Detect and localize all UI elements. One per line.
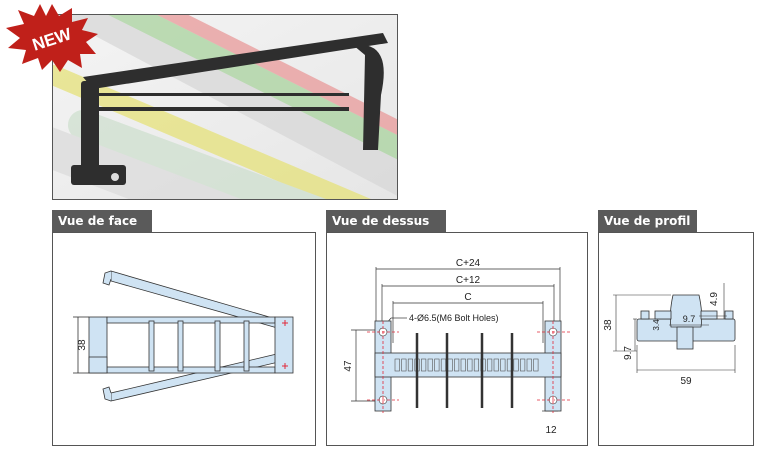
side-view-panel: 38 4.9 9.7 3.4 9.7 59 <box>598 232 754 446</box>
mid-width-dim: C+12 <box>456 275 481 286</box>
top-view-drawing: C+24 C+12 C 4-Ø6.5(M6 Bolt Holes) 47 12 <box>343 258 571 436</box>
side-slot-dim: 3.4 <box>652 319 661 331</box>
overall-width-dim: C+24 <box>456 258 481 269</box>
new-badge: NEW <box>6 4 98 72</box>
tab-side-view: Vue de profil <box>598 210 697 232</box>
front-view-drawing: 38 <box>73 270 294 402</box>
inner-width-dim: C <box>464 292 471 303</box>
side-height-dim: 38 <box>603 319 614 331</box>
side-width-dim: 59 <box>680 376 692 387</box>
bolt-holes-note: 4-Ø6.5(M6 Bolt Holes) <box>409 313 499 323</box>
product-photo <box>52 14 398 200</box>
foot-width-dim: 12 <box>545 425 557 436</box>
front-height-dim: 38 <box>77 339 88 351</box>
cable-carrier-illustration <box>53 15 397 199</box>
tab-front-view: Vue de face <box>52 210 152 232</box>
front-view-panel: 38 <box>52 232 316 446</box>
side-view-drawing: 38 4.9 9.7 3.4 9.7 59 <box>603 283 736 387</box>
tab-top-view: Vue de dessus <box>326 210 446 232</box>
top-view-panel: C+24 C+12 C 4-Ø6.5(M6 Bolt Holes) 47 12 <box>326 232 588 446</box>
top-height-dim: 47 <box>343 360 354 372</box>
side-inner-dim: 9.7 <box>683 314 696 324</box>
side-base-dim: 9.7 <box>623 346 634 360</box>
side-top-dim: 4.9 <box>709 292 720 306</box>
